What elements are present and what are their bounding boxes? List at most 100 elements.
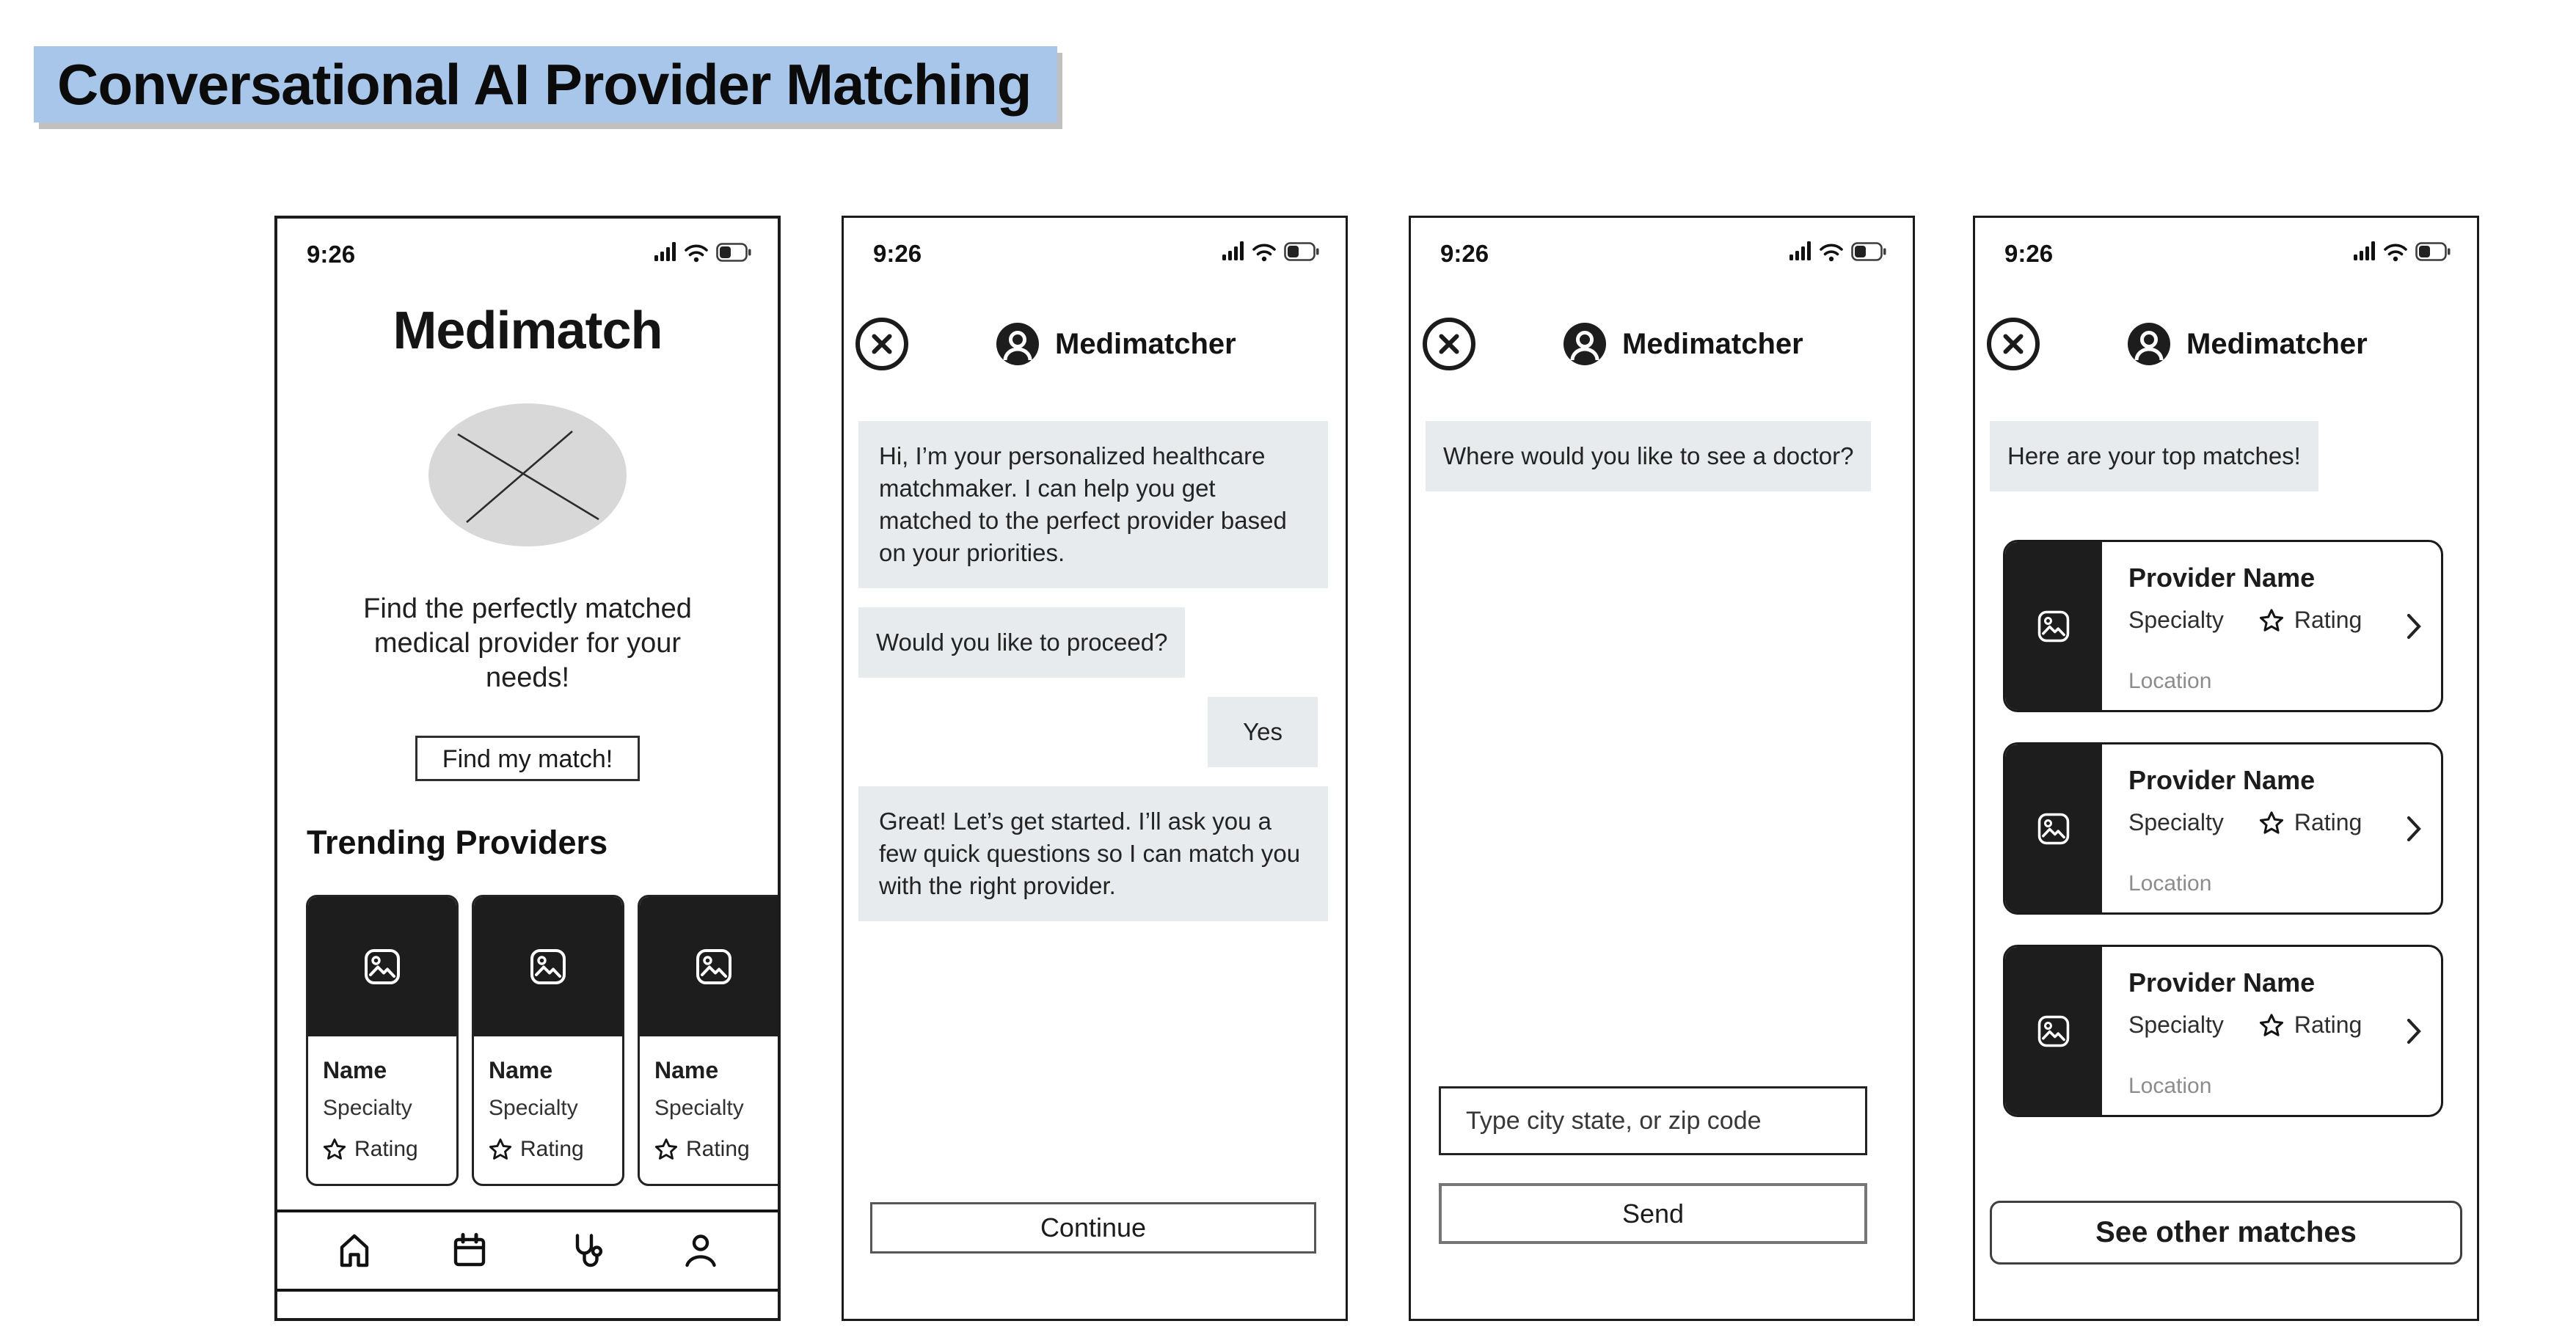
wifi-icon (1252, 242, 1277, 262)
bot-name: Medimatcher (1622, 327, 1803, 360)
provider-name: Provider Name (2128, 765, 2316, 795)
close-icon[interactable] (1985, 316, 2041, 372)
provider-specialty: Specialty (2128, 809, 2224, 835)
user-message-bubble: Yes (1208, 697, 1318, 767)
chat-messages: Where would you like to see a doctor? (1411, 421, 1913, 491)
status-icons (2354, 241, 2451, 262)
trending-provider-card[interactable]: Name Specialty Rating (472, 895, 624, 1186)
close-icon[interactable] (1421, 316, 1477, 372)
bot-message-bubble: Hi, I’m your personalized healthcare mat… (858, 421, 1328, 588)
battery-icon (1851, 242, 1886, 261)
placeholder-x-icon (457, 431, 599, 523)
close-icon[interactable] (854, 316, 910, 372)
match-provider-card[interactable]: Provider Name Specialty Rating Location (2003, 540, 2443, 712)
bot-message-bubble: Great! Let’s get started. I’ll ask you a… (858, 786, 1328, 921)
see-other-matches-button[interactable]: See other matches (1990, 1201, 2462, 1265)
bot-message-bubble: Here are your top matches! (1990, 421, 2318, 491)
star-icon (489, 1138, 512, 1161)
stethoscope-icon[interactable] (566, 1232, 605, 1270)
wifi-icon (1819, 242, 1844, 262)
provider-photo-placeholder (2005, 542, 2102, 710)
trending-providers-heading: Trending Providers (307, 824, 608, 861)
bot-name: Medimatcher (1055, 327, 1236, 360)
bot-name: Medimatcher (2186, 327, 2368, 360)
provider-rating: Rating (686, 1137, 750, 1161)
provider-specialty: Specialty (323, 1096, 412, 1120)
status-icons (654, 242, 751, 263)
provider-name: Name (489, 1057, 553, 1083)
status-bar: 9:26 (277, 219, 778, 270)
trending-provider-card[interactable]: Name Specialty Rating (638, 895, 778, 1186)
screen-top-matches-phone: 9:26 Medimatcher Here are your top match… (1973, 216, 2479, 1321)
location-input[interactable] (1441, 1088, 1865, 1153)
image-icon (529, 948, 567, 986)
status-bar: 9:26 (1975, 218, 2477, 269)
find-my-match-button[interactable]: Find my match! (415, 736, 640, 781)
chevron-right-icon (2406, 1017, 2422, 1046)
bot-message-bubble: Where would you like to see a doctor? (1426, 421, 1872, 491)
provider-rating: Rating (2294, 809, 2362, 835)
provider-name: Name (654, 1057, 719, 1083)
battery-icon (2415, 242, 2451, 261)
trending-provider-card[interactable]: Name Specialty Rating (306, 895, 459, 1186)
bot-avatar-icon (2128, 323, 2170, 365)
provider-photo-placeholder (308, 897, 456, 1036)
provider-location: Location (2128, 1074, 2212, 1098)
bot-message-bubble: Would you like to proceed? (858, 607, 1186, 678)
cellular-signal-icon (1222, 241, 1244, 262)
status-bar: 9:26 (1411, 218, 1913, 269)
provider-location: Location (2128, 669, 2212, 693)
image-icon (695, 948, 733, 986)
profile-icon[interactable] (682, 1232, 720, 1270)
bot-avatar-icon (996, 323, 1039, 365)
status-time: 9:26 (307, 241, 356, 268)
status-time: 9:26 (873, 240, 922, 267)
provider-rating: Rating (2294, 607, 2362, 633)
image-icon (2037, 812, 2070, 846)
home-icon[interactable] (335, 1232, 373, 1270)
provider-photo-placeholder (2005, 744, 2102, 912)
provider-photo-placeholder (640, 897, 778, 1036)
tagline-text: Find the perfectly matched medical provi… (363, 593, 692, 693)
wifi-icon (2383, 242, 2408, 262)
page-title: Conversational AI Provider Matching (34, 46, 1058, 122)
cellular-signal-icon (1789, 241, 1811, 262)
battery-icon (1284, 242, 1319, 261)
provider-photo-placeholder (474, 897, 622, 1036)
image-icon (2037, 610, 2070, 643)
location-input-field[interactable] (1439, 1086, 1867, 1155)
chat-header: Medimatcher (1411, 316, 1913, 372)
image-icon (363, 948, 401, 986)
calendar-icon[interactable] (450, 1232, 489, 1270)
status-icons (1222, 241, 1319, 262)
chat-header: Medimatcher (844, 316, 1346, 372)
provider-name: Provider Name (2128, 967, 2316, 998)
provider-photo-placeholder (2005, 947, 2102, 1115)
cellular-signal-icon (654, 242, 676, 263)
continue-button[interactable]: Continue (870, 1202, 1316, 1254)
screen-chat-intro-phone: 9:26 Medimatcher Hi, I’m your personaliz… (842, 216, 1348, 1321)
bottom-nav-bar (277, 1210, 778, 1292)
provider-specialty: Specialty (2128, 607, 2224, 633)
chevron-right-icon (2406, 814, 2422, 844)
chevron-right-icon (2406, 612, 2422, 641)
chat-header: Medimatcher (1975, 316, 2477, 372)
provider-specialty: Specialty (654, 1096, 744, 1120)
status-time: 9:26 (1440, 240, 1489, 267)
status-bar: 9:26 (844, 218, 1346, 269)
provider-rating: Rating (2294, 1011, 2362, 1038)
chat-messages: Here are your top matches! (1975, 421, 2477, 491)
provider-name: Provider Name (2128, 563, 2316, 593)
cellular-signal-icon (2354, 241, 2376, 262)
image-icon (2037, 1014, 2070, 1048)
screen-location-question-phone: 9:26 Medimatcher Where would you like to… (1409, 216, 1915, 1321)
status-time: 9:26 (2004, 240, 2054, 267)
star-icon (2259, 810, 2284, 835)
provider-rating: Rating (354, 1137, 418, 1161)
status-icons (1789, 241, 1886, 262)
chat-messages: Hi, I’m your personalized healthcare mat… (844, 421, 1346, 921)
star-icon (2259, 608, 2284, 633)
send-button[interactable]: Send (1439, 1183, 1867, 1244)
